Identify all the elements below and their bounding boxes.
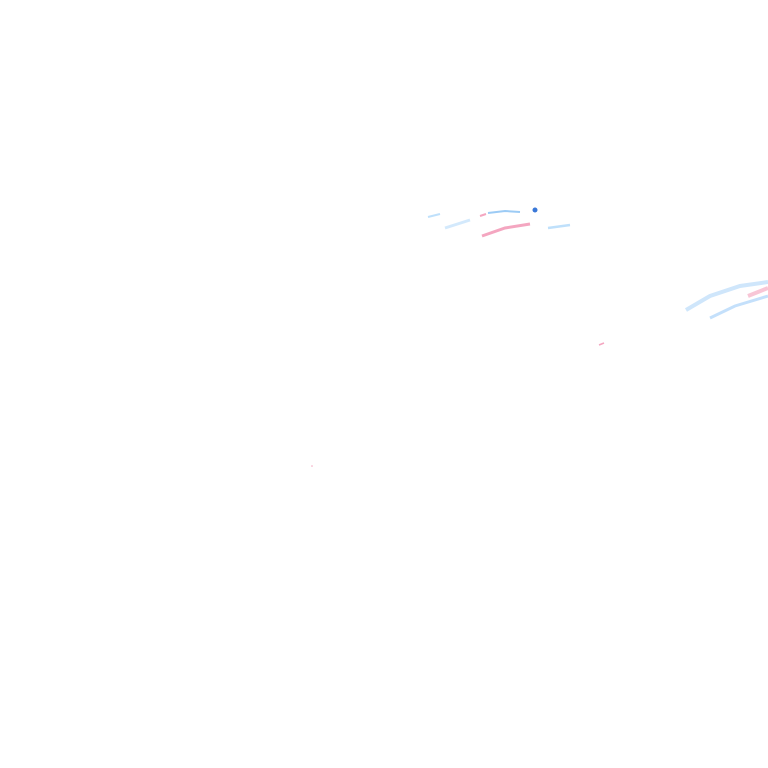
precipitation-band-center [427, 207, 571, 238]
light-blue-streak [709, 294, 768, 320]
blue-streak [487, 209, 521, 214]
pink-streak [479, 213, 487, 217]
pink-speck [598, 342, 605, 346]
light-blue-streak [427, 213, 441, 218]
light-blue-streak [684, 280, 768, 312]
pink-speck [311, 465, 313, 467]
precipitation-band-right [684, 280, 768, 320]
dark-blue-cell [532, 207, 538, 213]
light-blue-streak [547, 223, 571, 230]
pink-streak [747, 286, 768, 298]
light-blue-streak [444, 218, 471, 230]
pink-streak [481, 222, 531, 238]
